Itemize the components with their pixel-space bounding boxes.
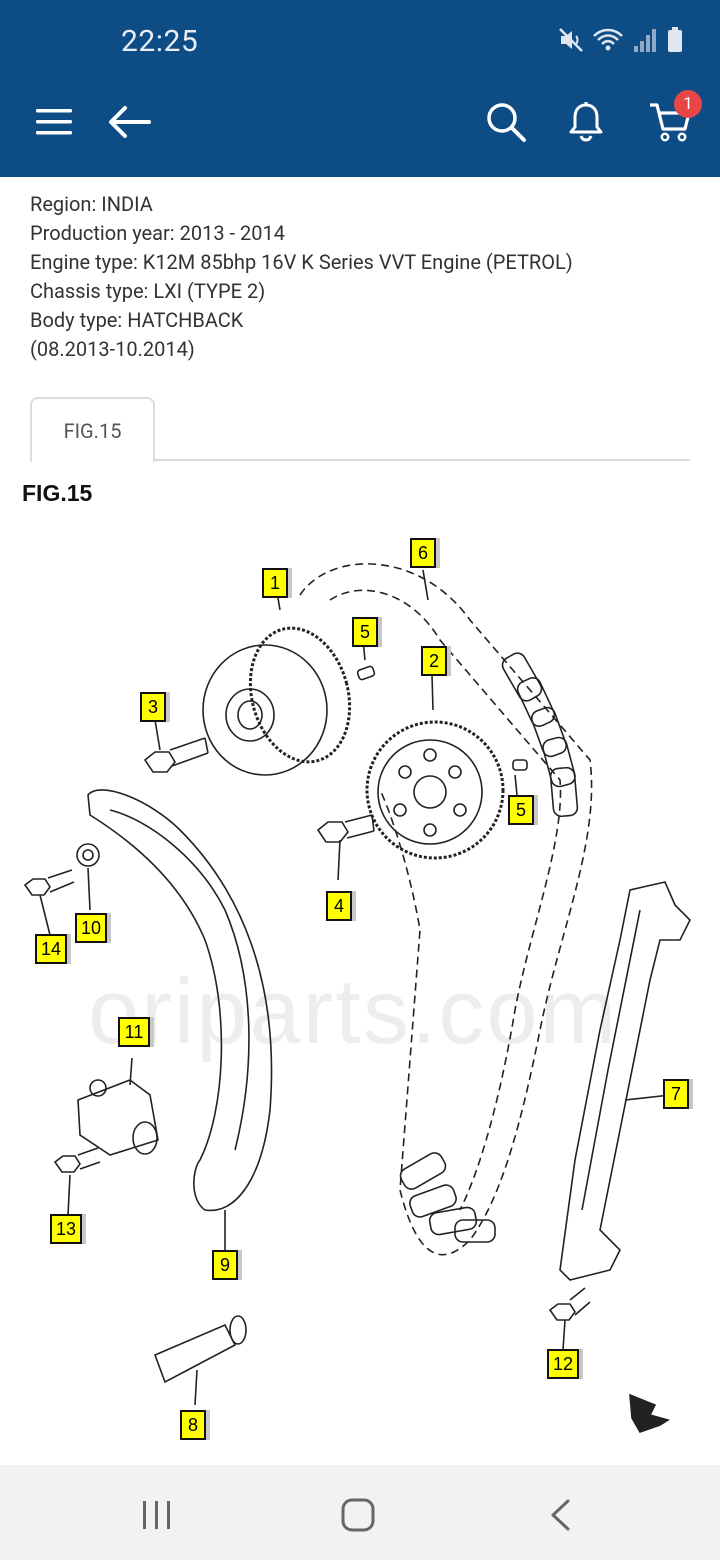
system-nav-bar bbox=[0, 1465, 720, 1560]
chevron-left-icon bbox=[551, 1499, 570, 1531]
callout-12[interactable]: 12 bbox=[547, 1349, 579, 1379]
plunger bbox=[153, 1315, 247, 1384]
production-year-text: Production year: 2013 - 2014 bbox=[30, 221, 285, 245]
vehicle-info: Region: INDIA Production year: 2013 - 20… bbox=[30, 190, 573, 364]
callout-5-lower[interactable]: 5 bbox=[508, 795, 534, 825]
callout-11[interactable]: 11 bbox=[118, 1017, 150, 1047]
chain-links-upper bbox=[501, 652, 579, 818]
bolt-13 bbox=[53, 1147, 101, 1173]
home-icon bbox=[341, 1498, 375, 1532]
engine-type-text: Engine type: K12M 85bhp 16V K Series VVT… bbox=[30, 250, 573, 274]
callout-8[interactable]: 8 bbox=[180, 1410, 206, 1440]
back-nav-button[interactable] bbox=[530, 1485, 590, 1545]
body-type-text: Body type: HATCHBACK bbox=[30, 308, 244, 332]
recent-apps-icon bbox=[143, 1501, 170, 1529]
callout-6[interactable]: 6 bbox=[410, 538, 436, 568]
callout-7[interactable]: 7 bbox=[663, 1079, 689, 1109]
region-text: Region: INDIA bbox=[30, 192, 153, 216]
callout-10[interactable]: 10 bbox=[75, 913, 107, 943]
battery-icon bbox=[668, 27, 682, 52]
chain-tensioner bbox=[77, 1079, 159, 1156]
bolt-4 bbox=[316, 814, 375, 843]
bell-icon bbox=[569, 102, 603, 142]
timing-chain-diagram[interactable] bbox=[0, 510, 720, 1460]
search-icon bbox=[487, 103, 526, 142]
direction-arrow bbox=[629, 1393, 670, 1433]
callout-14[interactable]: 14 bbox=[35, 934, 67, 964]
back-button[interactable] bbox=[97, 90, 161, 154]
date-range-text: (08.2013-10.2014) bbox=[30, 337, 195, 361]
bolt-12 bbox=[548, 1287, 591, 1321]
tensioner-arm bbox=[87, 789, 273, 1212]
chain-links-lower bbox=[399, 1152, 496, 1243]
menu-icon bbox=[36, 109, 72, 135]
pin-upper bbox=[356, 665, 376, 681]
arrow-left-icon bbox=[109, 106, 151, 138]
home-button[interactable] bbox=[328, 1485, 388, 1545]
watermark: oriparts.com bbox=[88, 961, 619, 1063]
cart-badge: 1 bbox=[674, 90, 702, 118]
chassis-type-text: Chassis type: LXI (TYPE 2) bbox=[30, 279, 266, 303]
cam-sprocket bbox=[365, 720, 505, 860]
search-button[interactable] bbox=[474, 90, 538, 154]
cart-button[interactable]: 1 bbox=[634, 90, 706, 154]
callout-4[interactable]: 4 bbox=[326, 891, 352, 921]
callout-5-upper[interactable]: 5 bbox=[352, 617, 378, 647]
timing-chain-outline bbox=[299, 563, 593, 1256]
figure-title: FIG.15 bbox=[22, 480, 93, 506]
status-icons bbox=[558, 26, 684, 54]
notifications-button[interactable] bbox=[554, 90, 618, 154]
toolbar: 1 bbox=[0, 90, 720, 154]
tab-fig15[interactable]: FIG.15 bbox=[30, 397, 155, 462]
vvt-actuator bbox=[202, 626, 352, 776]
status-time: 22:25 bbox=[121, 24, 199, 59]
mute-icon bbox=[559, 28, 583, 52]
callout-1[interactable]: 1 bbox=[262, 568, 288, 598]
callout-9[interactable]: 9 bbox=[212, 1250, 238, 1280]
bolt-14 bbox=[23, 869, 75, 896]
pin-lower bbox=[512, 759, 528, 771]
wifi-icon bbox=[593, 28, 623, 51]
figure-tabs: FIG.15 bbox=[30, 397, 690, 462]
bolt-3 bbox=[143, 737, 209, 773]
recent-apps-button[interactable] bbox=[127, 1485, 187, 1545]
chain-guide bbox=[559, 881, 691, 1281]
nut-10 bbox=[76, 843, 100, 867]
callout-2[interactable]: 2 bbox=[421, 646, 447, 676]
callout-3[interactable]: 3 bbox=[140, 692, 166, 722]
menu-button[interactable] bbox=[22, 90, 86, 154]
signal-icon bbox=[634, 29, 656, 52]
timing-chain-inner bbox=[329, 589, 562, 1211]
callout-13[interactable]: 13 bbox=[50, 1214, 82, 1244]
app-header: 22:25 1 bbox=[0, 0, 720, 177]
